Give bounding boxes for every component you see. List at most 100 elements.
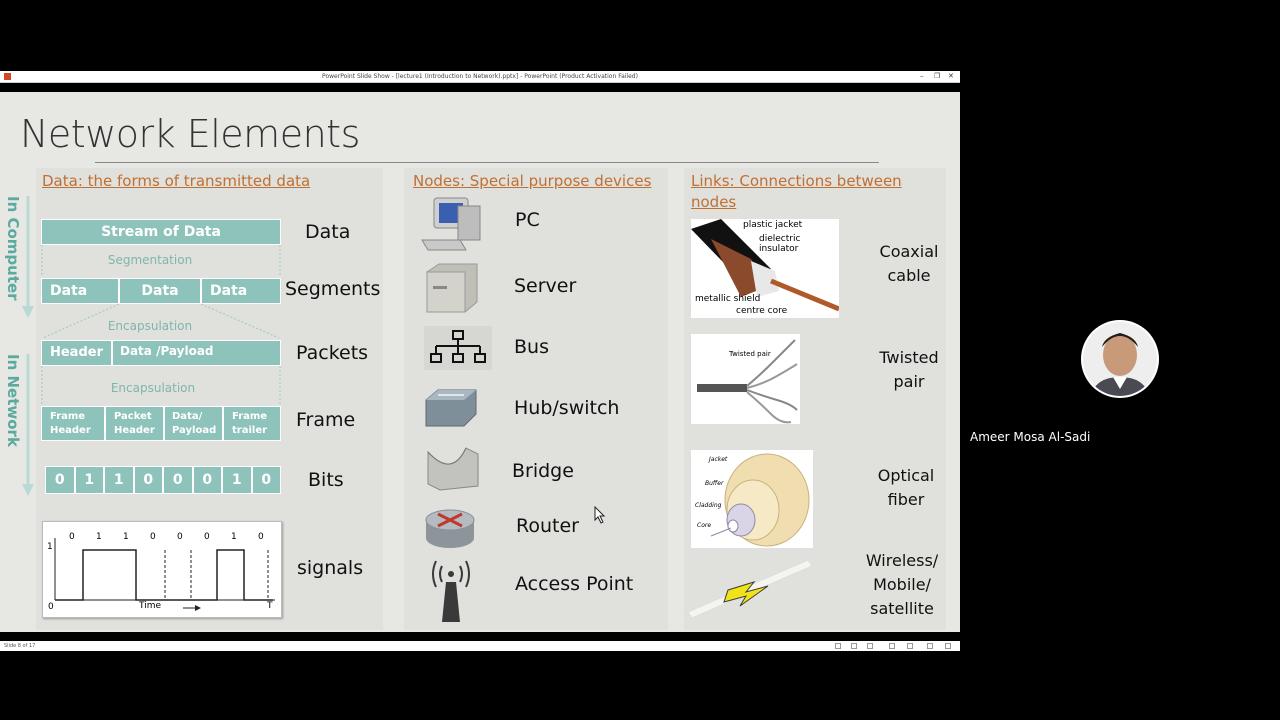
- twisted-pair-image: Twisted pair: [691, 334, 800, 424]
- links-section-heading: Links: Connections between nodes: [691, 171, 902, 213]
- reading-view-icon[interactable]: [927, 643, 933, 649]
- link-label-coaxial: Coaxial cable: [868, 240, 950, 288]
- close-button[interactable]: ✕: [948, 72, 954, 80]
- link-label-line: cable: [887, 266, 931, 285]
- link-label-line: fiber: [887, 490, 925, 509]
- bus-topology-icon: [424, 326, 492, 370]
- data-section-heading: Data: the forms of transmitted data: [42, 172, 311, 190]
- link-label-line: Coaxial: [879, 242, 939, 261]
- level-label-signals: signals: [297, 557, 364, 579]
- nav-next-icon[interactable]: [851, 643, 857, 649]
- device-label-router: Router: [516, 515, 579, 537]
- encapsulation-label-2: Encapsulation: [110, 381, 196, 395]
- device-label-access-point: Access Point: [515, 573, 634, 595]
- frame-part-line: Frame: [50, 411, 86, 422]
- presenter-name: Ameer Mosa Al-Sadi: [970, 430, 1091, 444]
- device-label-hub-switch: Hub/switch: [514, 397, 620, 419]
- signal-bit-label: 0: [150, 532, 156, 542]
- frame-packet-header-box: Packet Header: [105, 406, 164, 441]
- normal-view-icon[interactable]: [889, 643, 895, 649]
- signal-bit-label: 0: [177, 532, 183, 542]
- slide-canvas[interactable]: Network Elements Data: the forms of tran…: [0, 92, 960, 632]
- twisted-pair-caption: Twisted pair: [729, 350, 771, 358]
- encapsulation-label-1: Encapsulation: [107, 319, 193, 333]
- pc-icon: [421, 197, 481, 251]
- window-title: PowerPoint Slide Show - [lecture1 (Intro…: [322, 73, 638, 80]
- in-network-label: In Network: [4, 354, 22, 474]
- window-titlebar: PowerPoint Slide Show - [lecture1 (Intro…: [0, 71, 960, 83]
- coax-label: centre core: [736, 306, 788, 316]
- coaxial-cable-illustration: [691, 219, 839, 312]
- frame-part-line: Header: [50, 425, 91, 436]
- device-label-bus: Bus: [514, 336, 549, 358]
- restore-button[interactable]: ❐: [934, 72, 941, 80]
- signal-waveform: [54, 538, 275, 611]
- fiber-label: Buffer: [705, 480, 724, 487]
- bit-cell: 1: [74, 466, 104, 494]
- bit-cell: 0: [45, 466, 75, 494]
- packet-payload-box: Data /Payload: [112, 340, 281, 366]
- encapsulation-dashes: [42, 304, 280, 339]
- link-label-optical-fiber: Optical fiber: [866, 464, 946, 512]
- link-label-line: satellite: [870, 599, 934, 618]
- pen-icon[interactable]: [867, 643, 873, 649]
- title-rule: [95, 162, 879, 163]
- links-heading-line: Links: Connections between: [691, 172, 902, 190]
- frame-part-line: Payload: [172, 425, 217, 436]
- bridge-icon: [427, 447, 479, 491]
- minimize-button[interactable]: –: [920, 72, 924, 80]
- level-label-bits: Bits: [308, 469, 344, 491]
- links-heading-line: nodes: [691, 193, 737, 211]
- frame-payload-box: Data/ Payload: [164, 406, 223, 441]
- fiber-label: Core: [697, 522, 712, 529]
- frame-trailer-box: Frame trailer: [223, 406, 281, 441]
- device-label-pc: PC: [515, 209, 540, 231]
- frame-header-box: Frame Header: [41, 406, 105, 441]
- signal-bit-label: 1: [123, 532, 129, 542]
- link-label-line: Mobile/: [873, 575, 931, 594]
- signal-bit-label: 0: [204, 532, 210, 542]
- signal-bit-label: 1: [96, 532, 102, 542]
- hub-switch-icon: [425, 389, 477, 427]
- frame-part-line: trailer: [232, 425, 268, 436]
- link-label-wireless: Wireless/ Mobile/ satellite: [860, 549, 944, 621]
- segment-box: Data: [41, 278, 119, 304]
- bit-cell: 0: [251, 466, 281, 494]
- frame-part-line: Data/: [172, 411, 203, 422]
- stream-of-data-box: Stream of Data: [41, 219, 281, 245]
- presenter-avatar: [1081, 320, 1159, 398]
- optical-fiber-image: Jacket Buffer Cladding Core: [691, 450, 813, 548]
- fiber-label: Cladding: [695, 502, 722, 509]
- signal-time-label: Time: [139, 601, 162, 611]
- packet-header-box: Header: [41, 340, 112, 366]
- link-label-line: Optical: [877, 466, 935, 485]
- fiber-label: Jacket: [709, 456, 728, 463]
- nav-prev-icon[interactable]: [835, 643, 841, 649]
- presenter-video-tile[interactable]: Ameer Mosa Al-Sadi: [960, 270, 1280, 450]
- segment-box: Data: [201, 278, 281, 304]
- in-computer-text: In Computer: [4, 196, 22, 301]
- segmentation-dashes: [41, 245, 281, 275]
- optical-fiber-illustration: [710, 453, 810, 547]
- slide-counter: Slide 8 of 17: [4, 643, 36, 649]
- slide-title: Network Elements: [20, 112, 360, 156]
- bit-cell: 1: [222, 466, 252, 494]
- twisted-pair-illustration: [697, 339, 798, 424]
- bit-cell: 0: [192, 466, 222, 494]
- powerpoint-icon: [4, 73, 11, 80]
- signal-bit-label: 0: [69, 532, 75, 542]
- signal-y0-label: 0: [48, 602, 54, 612]
- in-network-text: In Network: [4, 354, 22, 447]
- slide-sorter-icon[interactable]: [907, 643, 913, 649]
- link-label-line: pair: [893, 372, 925, 391]
- coax-label: dielectric insulator: [759, 234, 801, 254]
- coax-label: metallic shield: [695, 294, 761, 304]
- in-computer-label: In Computer: [4, 196, 22, 306]
- segment-box: Data: [119, 278, 201, 304]
- device-label-bridge: Bridge: [512, 460, 574, 482]
- in-network-arrow: [22, 354, 34, 496]
- coax-label: plastic jacket: [743, 220, 803, 230]
- slideshow-view-icon[interactable]: [945, 643, 951, 649]
